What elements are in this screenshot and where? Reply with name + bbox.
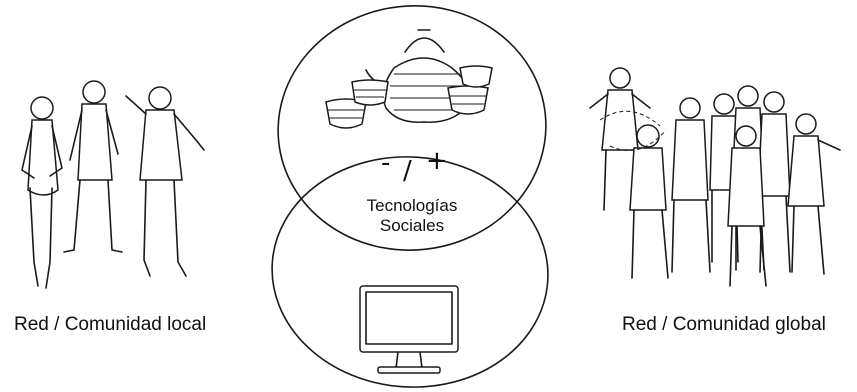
top-circle [277, 5, 547, 251]
center-label-line1: Tecnologías [366, 196, 458, 215]
person-figure [63, 80, 123, 253]
plus-sign: + [426, 146, 448, 176]
minus-sign: - [381, 148, 391, 178]
global-people-group [589, 67, 841, 287]
center-label: Tecnologías Sociales [352, 196, 472, 236]
slash-sign: / [403, 156, 412, 186]
center-label-line2: Sociales [379, 216, 445, 235]
local-community-label: Red / Comunidad local [14, 314, 207, 335]
person-figure [629, 124, 669, 279]
teapot-cups-icon [325, 29, 493, 129]
connection-dashes [599, 110, 667, 151]
person-figure [671, 97, 711, 273]
global-community-label: Red / Comunidad global [622, 314, 826, 335]
local-people-group [21, 80, 205, 289]
person-figure [589, 67, 651, 211]
bottom-circle [271, 156, 549, 388]
person-figure [21, 96, 63, 289]
computer-monitor-icon [359, 285, 459, 374]
person-figure [787, 113, 841, 275]
person-figure [125, 86, 205, 277]
person-figure [727, 125, 767, 287]
